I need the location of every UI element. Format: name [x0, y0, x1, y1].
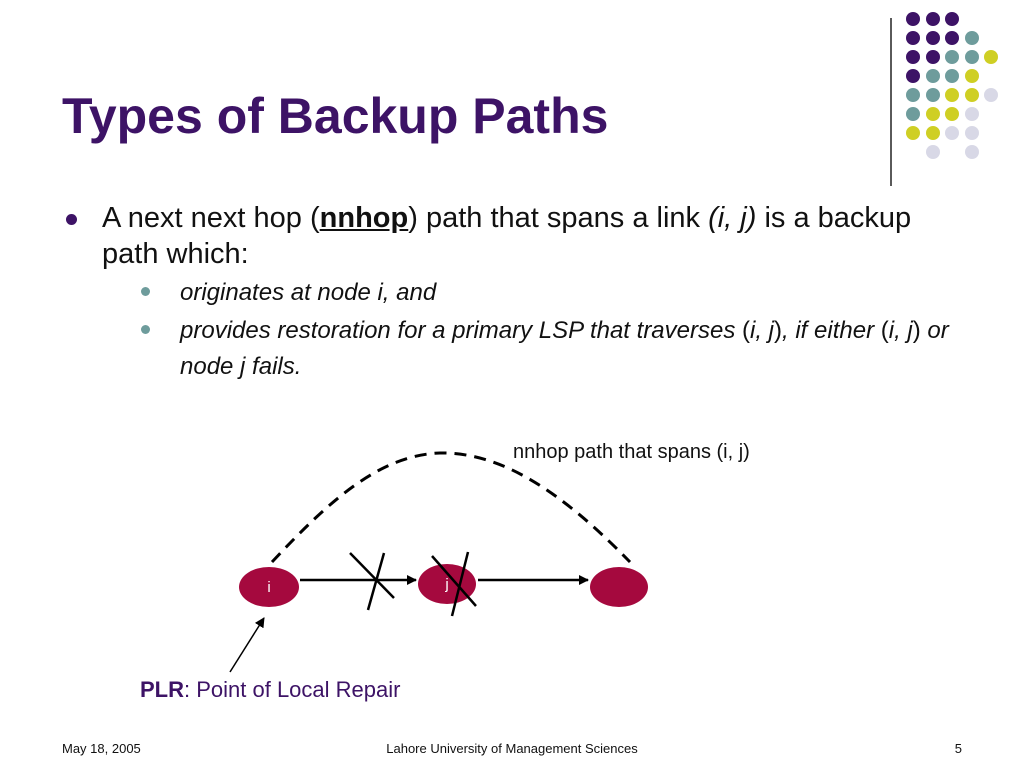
- footer-date: May 18, 2005: [62, 741, 141, 756]
- decorative-dot: [964, 50, 979, 64]
- decorative-dot: [906, 50, 920, 64]
- paren: ): [774, 316, 783, 344]
- decorative-dot: [906, 31, 920, 45]
- decorative-dot: [906, 88, 920, 102]
- node-j-label: j: [444, 576, 448, 593]
- decorative-dot: [925, 50, 940, 64]
- bullet-item: A next next hop (nnhop) path that spans …: [66, 200, 966, 273]
- link-notation: (i, j): [708, 202, 757, 234]
- sub-bullet-text: provides restoration for a primary LSP t…: [180, 316, 743, 344]
- sub-bullet-text: originates at node i, and: [180, 278, 437, 306]
- decorative-dot: [964, 145, 979, 159]
- nnhop-keyword: nnhop: [319, 202, 409, 234]
- failed-link-cross: [349, 552, 395, 611]
- node-i-label: i: [267, 579, 270, 596]
- decorative-dot: [964, 88, 979, 102]
- plr-label: PLR: Point of Local Repair: [140, 677, 400, 702]
- decorative-dot: [925, 88, 940, 102]
- decorative-dot: [945, 107, 959, 121]
- decorative-dot: [945, 126, 959, 140]
- decorative-dot: [964, 69, 979, 83]
- bullet-marker: [66, 214, 77, 225]
- decorative-dot: [925, 126, 940, 140]
- bullet-text-pre: A next next hop (: [102, 202, 320, 234]
- footer-organization: Lahore University of Management Sciences: [386, 741, 638, 756]
- nnhop-backup-path: [270, 451, 632, 564]
- decorative-dot: [945, 88, 959, 102]
- decorative-dot: [984, 88, 998, 102]
- decorative-dot: [984, 50, 998, 64]
- decorative-dot: [964, 31, 979, 45]
- paren: ): [912, 316, 921, 344]
- sub-bullet-item: originates at node i, and: [141, 275, 966, 311]
- sub-bullet-text: , if either: [782, 316, 881, 344]
- decorative-dot: [964, 107, 979, 121]
- title-divider: [890, 18, 892, 186]
- paren: (: [742, 316, 751, 344]
- decorative-dot: [906, 107, 920, 121]
- paren: (: [880, 316, 889, 344]
- decorative-dot: [906, 126, 920, 140]
- decorative-dot: [945, 31, 959, 45]
- next-hop-node: [590, 567, 648, 607]
- node-i: [239, 567, 299, 607]
- decorative-dot: [925, 31, 940, 45]
- link-notation: i, j: [750, 316, 775, 344]
- decorative-dot: [945, 12, 959, 26]
- plr-pointer-arrow: [229, 617, 265, 673]
- footer-page-number: 5: [954, 741, 962, 756]
- decorative-dot: [964, 126, 979, 140]
- decorative-dot: [925, 69, 940, 83]
- decorative-dot: [906, 12, 920, 26]
- bullet-text-post: is a backup path which:: [102, 202, 912, 271]
- sub-bullet-marker: [141, 286, 150, 296]
- decorative-dot: [925, 12, 940, 26]
- sub-bullet-marker: [141, 324, 150, 334]
- link-notation: i, j: [888, 316, 913, 344]
- sub-bullet-text: or node j fails.: [180, 316, 949, 380]
- decorative-dot: [925, 145, 940, 159]
- decorative-dot: [945, 69, 959, 83]
- slide-title: Types of Backup Paths: [62, 88, 609, 144]
- nnhop-path-label: nnhop path that spans (i, j): [513, 441, 750, 463]
- decorative-dot: [906, 69, 920, 83]
- slide-body: A next next hop (nnhop) path that spans …: [66, 200, 966, 385]
- failed-node-cross: [431, 551, 477, 617]
- plr-definition: : Point of Local Repair: [184, 677, 400, 702]
- sub-bullet-item: provides restoration for a primary LSP t…: [141, 313, 966, 385]
- decorative-dot: [945, 50, 959, 64]
- decorative-dot: [925, 107, 940, 121]
- plr-abbr: PLR: [140, 677, 184, 702]
- bullet-text-mid: ) path that spans a link: [408, 202, 709, 234]
